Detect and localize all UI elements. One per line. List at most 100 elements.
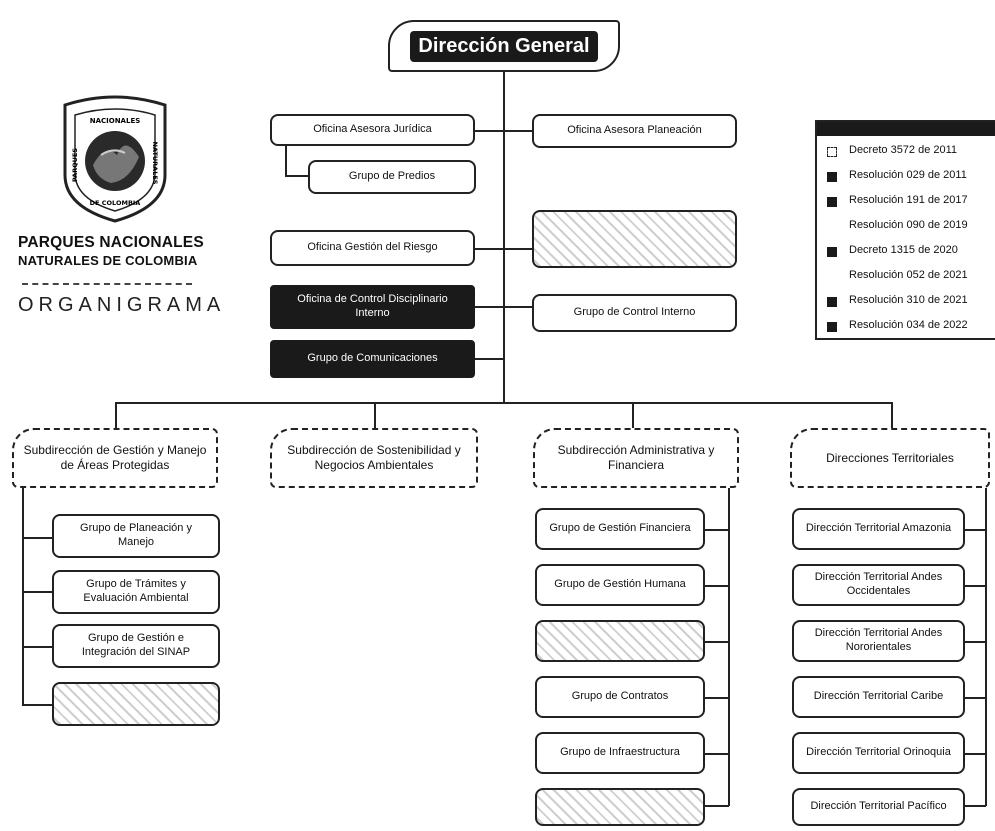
brand-line-1: PARQUES NACIONALES: [18, 234, 204, 251]
parques-nacionales-logo: NACIONALES PARQUES NATURALES DE COLOMBIA: [55, 95, 175, 223]
node-grupo-planeacion-manejo: Grupo de Planeación y Manejo: [52, 514, 220, 558]
connector-line: [475, 248, 533, 250]
node-label: Subdirección de Sostenibilidad y Negocio…: [287, 443, 461, 472]
node-control-interno: Grupo de Control Interno: [532, 294, 737, 332]
connector-line: [22, 537, 52, 539]
node-comunicaciones: Grupo de Comunicaciones: [270, 340, 475, 378]
node-label: Oficina Gestión del Riesgo: [307, 241, 438, 254]
node-grupo-infraestructura: Grupo de Infraestructura: [535, 732, 705, 774]
node-grupo-tramites: Grupo de Trámites y Evaluación Ambiental: [52, 570, 220, 614]
connector-line: [22, 704, 52, 706]
node-label: Dirección Territorial Pacífico: [810, 800, 947, 813]
node-dt-andes-occidentales: Dirección Territorial Andes Occidentales: [792, 564, 965, 606]
node-label: Dirección Territorial Andes Occidentales: [814, 571, 943, 597]
connector-line: [965, 529, 986, 531]
legend-swatch-icon: [827, 147, 837, 157]
legend-item: Decreto 3572 de 2011: [849, 144, 958, 156]
node-subdireccion-sostenibilidad: Subdirección de Sostenibilidad y Negocio…: [270, 428, 478, 488]
connector-line: [22, 591, 52, 593]
node-label: Grupo de Planeación y Manejo: [80, 522, 192, 548]
logo-emblem-icon: NACIONALES PARQUES NATURALES DE COLOMBIA: [63, 95, 167, 223]
node-direcciones-territoriales: Direcciones Territoriales: [790, 428, 990, 488]
node-unreadable: [52, 682, 220, 726]
node-label: Dirección Territorial Amazonia: [805, 522, 952, 535]
node-label: Grupo de Predios: [348, 170, 436, 183]
connector-line: [22, 646, 52, 648]
node-label: Oficina de Control Disciplinario Interno: [297, 293, 448, 319]
connector-line: [475, 306, 533, 308]
node-label: Grupo de Control Interno: [573, 306, 696, 319]
logo-right-text: NATURALES: [151, 142, 159, 185]
node-unreadable: [532, 210, 737, 268]
connector-line: [965, 753, 986, 755]
node-unreadable: [535, 788, 705, 826]
legend-item: Resolución 310 de 2021: [849, 294, 968, 306]
node-label: Dirección Territorial Orinoquia: [806, 746, 951, 759]
node-grupo-predios: Grupo de Predios: [308, 160, 476, 194]
connector-line: [705, 753, 729, 755]
node-dt-amazonia: Dirección Territorial Amazonia: [792, 508, 965, 550]
node-dt-orinoquia: Dirección Territorial Orinoquia: [792, 732, 965, 774]
legend-item: Resolución 029 de 2011: [849, 169, 967, 181]
node-dt-pacifico: Dirección Territorial Pacífico: [792, 788, 965, 826]
connector-line: [965, 641, 986, 643]
connector-line: [965, 585, 986, 587]
node-label: Subdirección de Gestión y Manejo de Área…: [23, 443, 207, 472]
node-label: Dirección General: [410, 30, 598, 62]
connector-line: [985, 488, 987, 806]
node-label: Grupo de Comunicaciones: [307, 352, 438, 365]
connector-line: [705, 805, 729, 807]
node-control-disciplinario: Oficina de Control Disciplinario Interno: [270, 285, 475, 329]
connector-line: [475, 358, 505, 360]
node-label: Dirección Territorial Caribe: [813, 690, 944, 703]
connector-line: [285, 146, 287, 176]
node-label: Grupo de Gestión e Integración del SINAP: [81, 632, 191, 658]
node-label: Grupo de Contratos: [571, 690, 669, 703]
node-grupo-humana: Grupo de Gestión Humana: [535, 564, 705, 606]
connector-line: [705, 529, 729, 531]
node-label: Oficina Asesora Planeación: [567, 124, 702, 137]
node-label: Grupo de Trámites y Evaluación Ambiental: [83, 578, 189, 604]
connector-line: [374, 402, 376, 430]
connector-line: [705, 641, 729, 643]
legend-item: Resolución 034 de 2022: [849, 319, 968, 331]
node-label: Subdirección Administrativa y Financiera: [557, 443, 715, 472]
horizontal-bus-line: [115, 402, 893, 404]
connector-line: [965, 697, 986, 699]
node-label: Oficina Asesora Jurídica: [313, 123, 432, 136]
node-subdireccion-administrativa: Subdirección Administrativa y Financiera: [533, 428, 739, 488]
main-trunk-line: [503, 70, 505, 402]
page-title: ORGANIGRAMA: [18, 294, 226, 316]
connector-line: [705, 697, 729, 699]
legend-swatch-icon: [827, 297, 837, 307]
node-oficina-riesgo: Oficina Gestión del Riesgo: [270, 230, 475, 266]
legend-swatch-icon: [827, 322, 837, 332]
legend-swatch-icon: [827, 172, 837, 182]
node-dt-andes-nororientales: Dirección Territorial Andes Nororientale…: [792, 620, 965, 662]
node-label: Grupo de Gestión Financiera: [549, 522, 691, 535]
connector-line: [115, 402, 117, 430]
node-oficina-planeacion: Oficina Asesora Planeación: [532, 114, 737, 148]
legend-swatch-icon: [827, 247, 837, 257]
node-grupo-sinap: Grupo de Gestión e Integración del SINAP: [52, 624, 220, 668]
node-label: Grupo de Infraestructura: [560, 746, 680, 759]
connector-line: [473, 130, 533, 132]
node-grupo-contratos: Grupo de Contratos: [535, 676, 705, 718]
legend-item: Resolución 191 de 2017: [849, 194, 968, 206]
node-subdireccion-gestion: Subdirección de Gestión y Manejo de Área…: [12, 428, 218, 488]
connector-line: [965, 805, 986, 807]
connector-line: [705, 585, 729, 587]
node-label: Dirección Territorial Andes Nororientale…: [814, 627, 943, 653]
connector-line: [22, 488, 24, 706]
connector-line: [285, 175, 309, 177]
connector-line: [632, 402, 634, 430]
node-label: Direcciones Territoriales: [826, 450, 954, 465]
logo-left-text: PARQUES: [71, 148, 79, 182]
legend: Decreto 3572 de 2011 Resolución 029 de 2…: [815, 120, 995, 340]
divider: [22, 283, 192, 285]
legend-item: Decreto 1315 de 2020: [849, 244, 958, 256]
logo-bottom-text: DE COLOMBIA: [90, 199, 141, 207]
brand-line-2: NATURALES DE COLOMBIA: [18, 253, 198, 268]
legend-item: Resolución 090 de 2019: [849, 219, 968, 231]
node-label: Grupo de Gestión Humana: [554, 578, 686, 591]
